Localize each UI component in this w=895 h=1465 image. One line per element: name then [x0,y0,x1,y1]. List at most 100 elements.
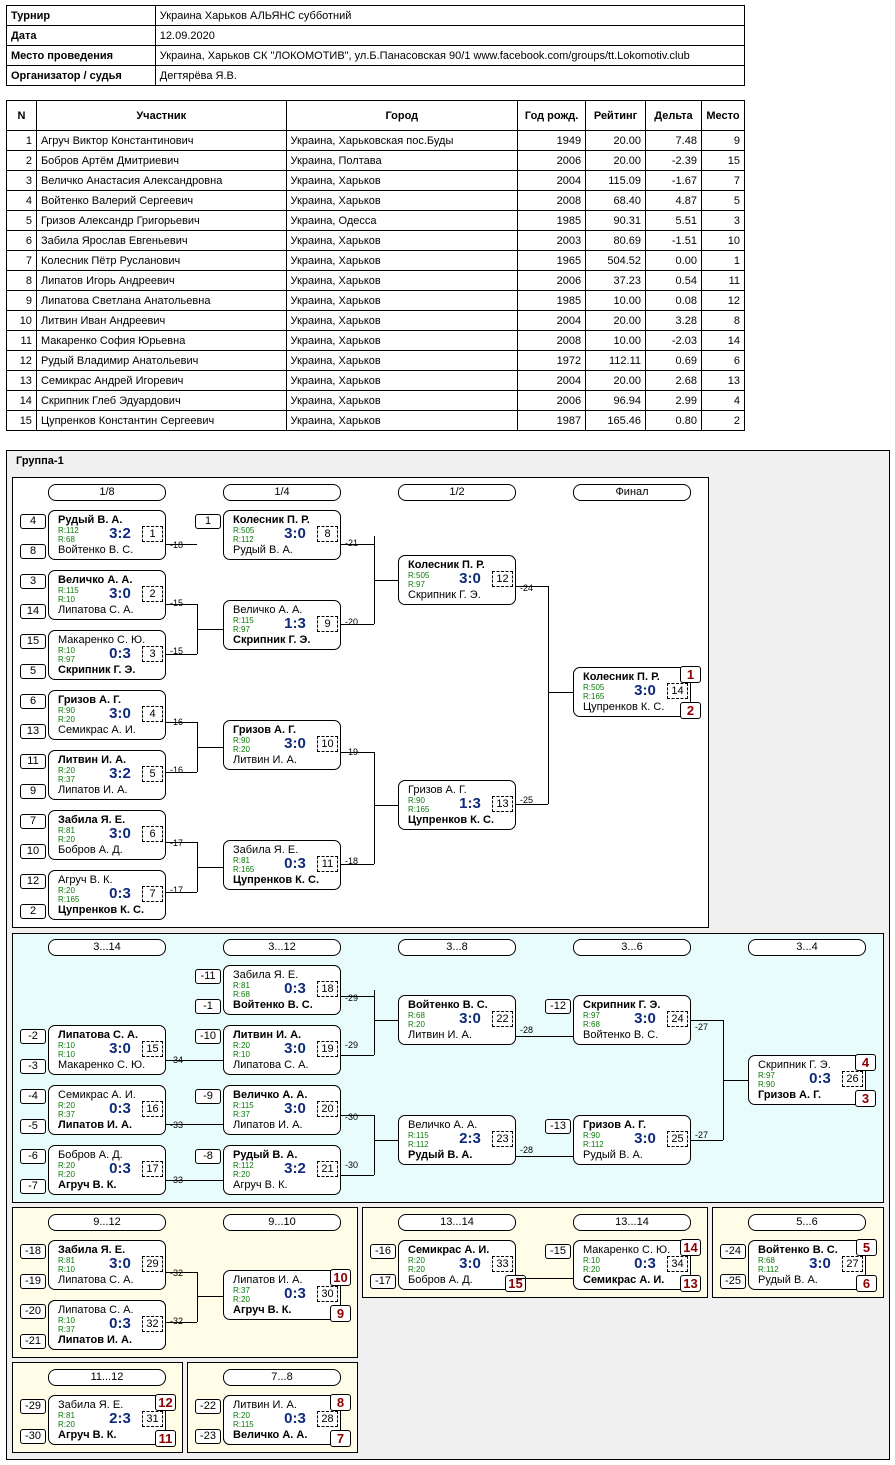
match-number: 9 [317,616,338,632]
match-number: 11 [317,856,338,872]
table-cell: 14 [6,390,37,411]
player-2-rating: R:37 [58,1325,75,1334]
table-cell: 5 [6,210,37,231]
line-label: -29 [345,993,359,1003]
match-number: 1 [142,526,163,542]
match-score: 2:3 [459,1130,481,1147]
seed-box: 2 [20,904,46,919]
seed-box: 6 [20,694,46,709]
match-score: 0:3 [109,1315,131,1332]
place-badge: 6 [856,1275,877,1292]
player-1-rating: R:37 [233,1286,250,1295]
match-score: 3:2 [109,765,131,782]
table-cell: Украина, Харьков [285,270,519,291]
table-cell: 112.11 [585,350,647,371]
table-cell: 2003 [517,230,587,251]
match-number: 25 [667,1131,688,1147]
table-cell: Гризов Александр Григорьевич [35,210,287,231]
player-2-name: Агруч В. К. [58,1179,117,1191]
table-cell: 1965 [517,250,587,271]
player-1-name: Гризов А. Г. [583,1119,647,1131]
match-score: 3:2 [109,525,131,542]
line-label: -21 [345,538,359,548]
seed-box: -16 [370,1244,396,1259]
seed-box: -5 [20,1119,46,1134]
table-cell: 12 [6,350,37,371]
seed-box: 8 [20,544,46,559]
connector-line [690,1140,723,1141]
table-cell: 2008 [517,190,587,211]
player-2-name: Литвин И. А. [408,1029,472,1041]
match-score: 1:3 [459,795,481,812]
seed-box: -11 [195,969,221,984]
table-cell: Украина, Харьков [285,330,519,351]
table-cell: 7.48 [645,130,702,151]
table-cell: 11 [6,330,37,351]
table-cell: 8 [6,270,37,291]
player-2-name: Войтенко В. С. [233,999,313,1011]
line-label: -15 [170,598,184,608]
table-cell: 11 [700,270,746,291]
line-label: -18 [345,856,359,866]
seed-box: 5 [20,664,46,679]
connector-line [341,1055,374,1056]
line-label: -29 [345,1040,359,1050]
table-cell: 0.54 [645,270,702,291]
player-1-name: Скрипник Г. Э. [758,1059,831,1071]
player-1-rating: R:20 [58,1161,75,1170]
round-header: 3...6 [573,939,691,956]
table-cell: 7 [700,170,746,191]
player-2-name: Цупренков К. С. [233,874,320,886]
table-cell: 2.99 [645,390,702,411]
player-2-name: Гризов А. Г. [758,1089,822,1101]
line-label: -32 [170,1316,184,1326]
round-header: 5...6 [748,1214,866,1231]
player-2-rating: R:20 [233,1170,250,1179]
player-2-name: Семикрас А. И. [583,1274,665,1286]
player-2-rating: R:115 [233,1420,254,1429]
player-1-name: Колесник П. Р. [583,671,660,683]
player-1-name: Забила Я. Е. [233,844,299,856]
match-number: 4 [142,706,163,722]
table-cell: 4.87 [645,190,702,211]
seed-box: 9 [20,784,46,799]
table-cell: 165.46 [585,410,647,431]
table-cell: 2004 [517,370,587,391]
player-2-rating: R:10 [58,595,75,604]
player-1-name: Липатов И. А. [233,1274,303,1286]
table-cell: Украина, Харьков [285,310,519,331]
player-2-name: Липатова С. А. [233,1059,309,1071]
player-1-name: Макаренко С. Ю. [583,1244,671,1256]
table-cell: Липатов Игорь Андреевич [35,270,287,291]
table-cell: 9 [6,290,37,311]
table-cell: 2 [700,410,746,431]
seed-box: -1 [195,999,221,1014]
player-1-name: Забила Я. Е. [58,814,126,826]
table-cell: 1949 [517,130,587,151]
table-cell: 1987 [517,410,587,431]
connector-line [166,1180,223,1181]
connector-line [516,586,548,587]
match-score: 0:3 [109,1160,131,1177]
player-1-rating: R:20 [233,1411,250,1420]
player-1-name: Забила Я. Е. [58,1399,124,1411]
table-cell: -1.67 [645,170,702,191]
table-cell: Украина, Харьков [285,190,519,211]
match-score: 0:3 [109,645,131,662]
match-score: 0:3 [284,855,306,872]
table-cell: 90.31 [585,210,647,231]
column-header: Участник [35,100,287,131]
table-cell: 2004 [517,170,587,191]
group-title: Группа-1 [16,455,64,467]
